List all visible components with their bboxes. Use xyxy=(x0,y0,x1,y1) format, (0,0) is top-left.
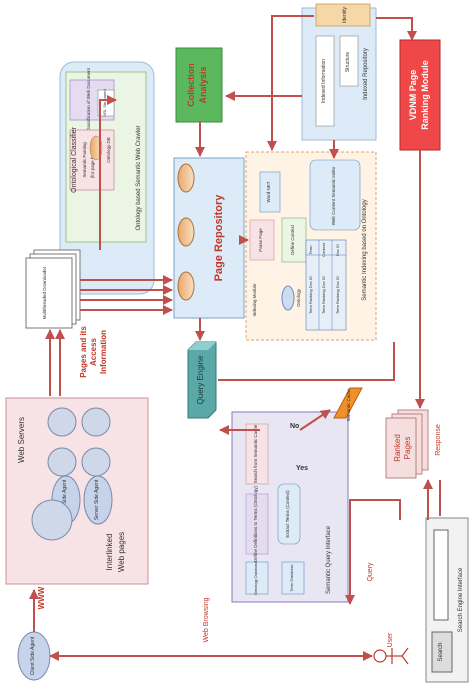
svg-text:Semantic Parsing: Semantic Parsing xyxy=(82,142,87,178)
interlinked-pages-icon xyxy=(31,499,73,541)
svg-text:(for page heading): (for page heading) xyxy=(90,141,95,178)
svg-text:Term Database: Term Database xyxy=(289,564,294,592)
svg-text:Pages and its: Pages and its xyxy=(79,326,88,378)
semantic-indexing-group: Word NET Web Content Semantic Index Pars… xyxy=(245,151,377,341)
word-net-box xyxy=(259,171,281,213)
svg-text:Ontology: Ontology xyxy=(296,288,301,307)
semantic-indexing-label: Semantic Indexing based on Ontology xyxy=(362,199,368,300)
svg-text:Classification of Web Document: Classification of Web Document xyxy=(86,67,91,131)
page-repository: Page Repository xyxy=(173,157,245,319)
svg-text:Doc ID: Doc ID xyxy=(335,244,340,256)
svg-text:Ontology Database: Ontology Database xyxy=(253,560,258,595)
svg-text:Query Engine: Query Engine xyxy=(196,355,205,404)
ranked-pages: Ranked Pages xyxy=(385,409,429,479)
yes-label: Yes xyxy=(296,465,308,472)
ontology-db-icon xyxy=(281,285,295,311)
client-side-agent: Client Side Agent xyxy=(17,631,51,681)
multithreaded-downloader-box xyxy=(25,257,73,329)
svg-text:Analysis: Analysis xyxy=(198,66,208,103)
collection-analysis-box: Collection Analysis xyxy=(175,47,223,123)
define-definitions-box xyxy=(245,493,269,555)
semantic-query-interface: Search from Semantic Cache Define Defini… xyxy=(231,411,349,603)
database-icon xyxy=(177,163,195,193)
user-icon xyxy=(373,647,409,665)
svg-text:Information: Information xyxy=(99,330,108,374)
indexed-information-box xyxy=(315,35,335,127)
svg-text:Parse Page: Parse Page xyxy=(258,228,263,252)
extract-terms-box xyxy=(277,483,301,545)
svg-text:VDNM Page: VDNM Page xyxy=(408,70,418,121)
svg-text:Indexing Module: Indexing Module xyxy=(252,283,257,317)
svg-text:Extract Terms (Context): Extract Terms (Context) xyxy=(285,490,290,538)
server-side-agent-2 xyxy=(83,475,113,525)
svg-text:URL Structured: URL Structured xyxy=(102,89,107,116)
query-label: Query xyxy=(367,562,374,582)
svg-text:Ranked: Ranked xyxy=(393,434,402,462)
indexed-repository-group: Identity Indexed Information Structure I… xyxy=(301,3,377,141)
indexed-repository-label: Indexed Repository xyxy=(363,48,369,100)
svg-text:Access: Access xyxy=(89,337,98,366)
svg-text:Structure: Structure xyxy=(345,52,351,73)
svg-text:Pages: Pages xyxy=(403,437,412,460)
search-button[interactable] xyxy=(431,631,453,673)
svg-text:Server Side Agent: Server Side Agent xyxy=(62,479,68,520)
svg-text:Context: Context xyxy=(321,242,326,257)
svg-text:Interlinked: Interlinked xyxy=(105,534,114,571)
svg-text:Term: Term xyxy=(308,245,313,255)
svg-text:Indexed Information: Indexed Information xyxy=(321,59,327,103)
svg-text:Multithreaded Downloader: Multithreaded Downloader xyxy=(42,266,47,319)
flow-arrows xyxy=(29,15,441,661)
svg-text:Web pages: Web pages xyxy=(117,532,126,572)
www-label: WWW xyxy=(37,586,46,609)
svg-text:Ontology DB: Ontology DB xyxy=(106,137,111,163)
vdnm-ranking-module: VDNM Page Ranking Module xyxy=(399,39,441,151)
ontology-database-box xyxy=(245,561,269,595)
search-engine-interface: Search Search Engine Interface xyxy=(425,517,469,683)
web-servers-group: Server Side Agent Server Side Agent Web … xyxy=(5,397,149,585)
semantic-query-interface-label: Semantic Query Interface xyxy=(326,525,332,594)
identity-box xyxy=(315,3,371,27)
svg-text:Ranking Module: Ranking Module xyxy=(420,60,430,130)
database-icon xyxy=(177,217,195,247)
svg-text:Term Ranking Doc ID: Term Ranking Doc ID xyxy=(335,276,340,314)
term-database-box xyxy=(281,561,305,595)
web-page-cluster-icon xyxy=(47,407,77,437)
web-servers-label: Web Servers xyxy=(17,417,26,463)
ontological-classifier-label: Ontological Classifier xyxy=(71,126,78,192)
search-input[interactable] xyxy=(433,529,449,621)
svg-text:Client Side Agent: Client Side Agent xyxy=(30,636,36,675)
svg-text:Web Content Semantic Index: Web Content Semantic Index xyxy=(331,166,336,225)
database-icon xyxy=(177,271,195,301)
svg-text:Word NET: Word NET xyxy=(266,181,271,202)
ontology-crawler-group: Classification of Web Document URL Struc… xyxy=(25,61,155,329)
svg-text:Page Repository: Page Repository xyxy=(213,194,225,282)
svg-text:Search: Search xyxy=(438,642,444,661)
svg-text:Semantic Cache: Semantic Cache xyxy=(346,388,351,422)
svg-text:Term Ranking Doc ID: Term Ranking Doc ID xyxy=(321,276,326,314)
svg-text:Search Engine Interface: Search Engine Interface xyxy=(458,567,464,632)
svg-text:Search from Semantic Cache: Search from Semantic Cache xyxy=(253,424,258,483)
crawler-label: Ontology based Semantic Web Crawler xyxy=(136,126,142,231)
web-page-cluster-icon xyxy=(81,447,111,477)
web-page-cluster-icon xyxy=(47,447,77,477)
web-content-index-box xyxy=(309,159,361,231)
web-browsing-label: Web Browsing xyxy=(203,597,210,642)
semantic-cache: Semantic Cache xyxy=(333,387,363,422)
user-label: User xyxy=(387,632,394,647)
define-context-box xyxy=(281,217,307,263)
query-engine: Query Engine xyxy=(187,341,217,419)
svg-text:Identity: Identity xyxy=(342,6,348,23)
svg-text:Define Definitions to Terms (O: Define Definitions to Terms (Ontology) xyxy=(253,486,258,562)
svg-text:Server Side Agent: Server Side Agent xyxy=(94,479,100,520)
svg-text:Define Context: Define Context xyxy=(290,224,295,255)
svg-text:Term Ranking Doc ID: Term Ranking Doc ID xyxy=(308,276,313,314)
web-page-cluster-icon xyxy=(81,407,111,437)
structure-box xyxy=(339,35,359,87)
svg-text:Collection: Collection xyxy=(186,63,196,107)
response-label: Response xyxy=(435,424,442,456)
parse-page-box xyxy=(249,219,275,261)
no-label: No xyxy=(290,423,299,430)
search-semantic-cache-box xyxy=(245,423,269,485)
